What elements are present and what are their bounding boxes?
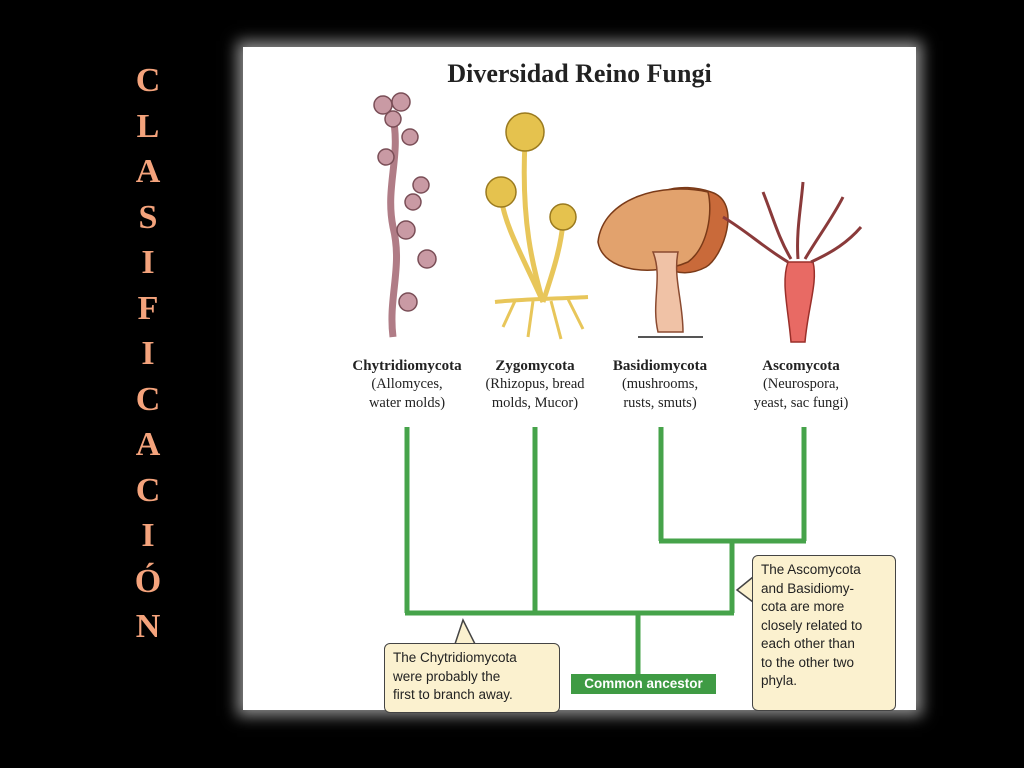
title-letter: C: [135, 471, 161, 509]
title-letter: N: [135, 608, 161, 645]
diagram-panel: Diversidad Reino Fungi: [243, 47, 916, 713]
vertical-title: C L A S I F I C A C I Ó N: [118, 58, 178, 650]
title-letter: C: [135, 380, 161, 418]
chytrid-note-pointer: [454, 618, 476, 645]
phylum-examples: (Allomyces,: [371, 376, 443, 392]
title-letter: I: [141, 335, 155, 372]
chytridiomycota-illustration: [373, 92, 437, 338]
title-letter: I: [141, 517, 155, 554]
title-letter: I: [141, 244, 155, 281]
phylum-zygomycota: Zygomycota (Rhizopus, bread molds, Mucor…: [467, 357, 603, 413]
chytrid-note-callout: The Chytridiomycota were probably the fi…: [384, 643, 560, 713]
phylum-examples: (Neurospora,: [762, 376, 840, 392]
phylum-chytridiomycota: Chytridiomycota (Allomyces, water molds): [337, 357, 477, 413]
phylum-examples: (mushrooms,: [621, 376, 699, 392]
phylogenetic-tree: [404, 427, 807, 677]
phylum-examples: water molds): [368, 395, 446, 411]
title-letter: A: [135, 153, 161, 190]
diagram-title: Diversidad Reino Fungi: [447, 59, 712, 88]
phylum-examples: molds, Mucor): [491, 395, 579, 411]
asco-basidio-note-callout: The Ascomycota and Basidiomy- cota are m…: [752, 555, 896, 711]
phylum-examples: rusts, smuts): [623, 395, 697, 411]
phylum-examples: (Rhizopus, bread: [485, 376, 585, 392]
phylum-examples: yeast, sac fungi): [753, 395, 849, 411]
diagram-artwork: [373, 92, 863, 677]
ascomycota-illustration: [722, 181, 863, 343]
zygomycota-illustration: [485, 112, 589, 340]
title-letter: A: [135, 426, 161, 463]
title-letter: S: [138, 198, 158, 236]
title-letter: L: [136, 107, 160, 145]
title-letter: Ó: [134, 562, 162, 600]
asco-basidio-note-pointer: [735, 576, 754, 603]
phylum-name: Zygomycota: [495, 358, 575, 374]
phylum-basidiomycota: Basidiomycota (mushrooms, rusts, smuts): [595, 357, 725, 413]
phylum-name: Basidiomycota: [612, 358, 708, 374]
title-letter: C: [135, 62, 161, 99]
title-letter: F: [137, 289, 159, 327]
phylum-name: Ascomycota: [762, 358, 840, 374]
common-ancestor-label: Common ancestor: [571, 674, 716, 694]
phylum-ascomycota: Ascomycota (Neurospora, yeast, sac fungi…: [729, 357, 873, 413]
basidiomycota-illustration: [597, 186, 729, 338]
phylum-name: Chytridiomycota: [352, 358, 462, 374]
